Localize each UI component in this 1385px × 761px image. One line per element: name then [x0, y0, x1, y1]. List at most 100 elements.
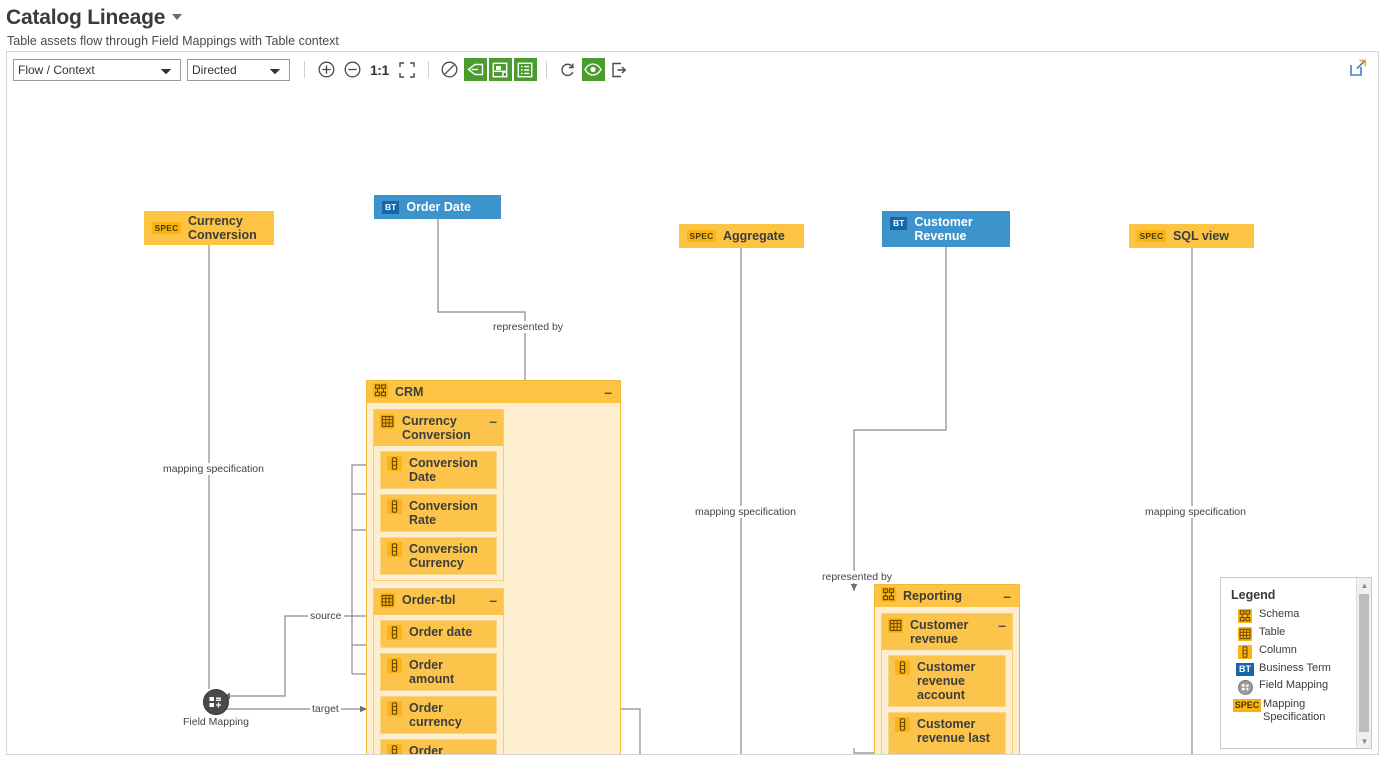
node-label: Currency Conversion	[187, 214, 257, 242]
table-icon	[380, 593, 395, 611]
chevron-down-icon[interactable]	[172, 14, 183, 20]
schema-reporting[interactable]: Reporting – Customer revenue – Customer …	[874, 584, 1020, 754]
eye-icon[interactable]	[581, 58, 605, 81]
zoom-in-icon[interactable]	[315, 59, 337, 81]
refresh-icon[interactable]	[557, 59, 579, 81]
spec-badge-icon: SPEC	[1231, 698, 1263, 712]
column-icon	[895, 660, 910, 678]
flow-context-select[interactable]: Flow / Context	[13, 58, 181, 81]
table-order-tbl-header[interactable]: Order-tbl –	[374, 589, 503, 615]
column-icon	[387, 701, 402, 719]
edge-label-mapping-specification-1: mapping specification	[161, 463, 266, 475]
column-conversion-date[interactable]: Conversion Date	[380, 451, 497, 489]
legend-scrollbar[interactable]: ▲ ▼	[1356, 578, 1371, 748]
column-label: Customer revenue account	[917, 660, 976, 702]
spec-badge-text: SPEC	[1232, 699, 1262, 712]
column-order-amount-usd[interactable]: Order amount USD	[380, 739, 497, 754]
toolbar-divider-1	[304, 61, 305, 78]
node-spec-sql-view[interactable]: SPEC SQL view	[1129, 224, 1254, 248]
legend-title: Legend	[1231, 588, 1276, 602]
node-bt-order-date[interactable]: BT Order Date	[374, 195, 501, 219]
edge-label-mapping-specification-2: mapping specification	[693, 506, 798, 518]
column-label: Order amount USD	[409, 744, 444, 754]
column-conversion-currency[interactable]: Conversion Currency	[380, 537, 497, 575]
field-mapping-label: Field Mapping	[183, 716, 249, 728]
legend-item-mapping-specification: SPEC Mapping Specification	[1231, 698, 1348, 724]
direction-select[interactable]: Directed	[187, 58, 290, 81]
column-customer-revenue-account[interactable]: Customer revenue account	[888, 655, 1006, 707]
legend-content: Legend Schema Table	[1221, 578, 1356, 748]
column-label: Order currency	[409, 701, 462, 729]
collapse-icon[interactable]: –	[489, 413, 497, 429]
schema-crm-label: CRM	[395, 385, 424, 399]
collapse-left-icon[interactable]	[463, 58, 487, 81]
page-header: Catalog Lineage Table assets flow throug…	[0, 0, 1385, 48]
toolbar: Flow / Context Directed 1:1	[7, 52, 1378, 87]
list-icon[interactable]	[513, 58, 537, 81]
layers-icon[interactable]	[488, 58, 512, 81]
table-order-tbl[interactable]: Order-tbl – Order date Order amount	[373, 588, 504, 754]
zoom-out-icon[interactable]	[341, 59, 363, 81]
column-icon	[387, 744, 402, 754]
edge-layer	[205, 216, 1196, 754]
column-icon	[1231, 644, 1259, 659]
column-icon	[387, 499, 402, 517]
column-conversion-rate[interactable]: Conversion Rate	[380, 494, 497, 532]
node-field-mapping-left[interactable]: Field Mapping	[183, 689, 249, 728]
bt-badge-icon: BT	[1231, 662, 1259, 676]
column-customer-revenue-last[interactable]: Customer revenue last …	[888, 712, 1006, 754]
collapse-icon[interactable]: –	[489, 592, 497, 608]
zoom-reset-button[interactable]: 1:1	[370, 61, 389, 78]
no-filter-icon[interactable]	[439, 59, 461, 81]
column-icon	[895, 717, 910, 735]
edge-label-represented-by-right: represented by	[820, 571, 895, 583]
collapse-icon[interactable]: –	[1003, 588, 1011, 604]
column-icon	[387, 456, 402, 474]
edge-label-represented-by-left: represented by	[491, 321, 566, 333]
column-order-date[interactable]: Order date	[380, 620, 497, 648]
node-spec-currency-conversion[interactable]: SPEC Currency Conversion	[144, 211, 274, 245]
column-icon	[387, 625, 402, 643]
open-in-new-icon[interactable]	[1348, 58, 1370, 80]
column-order-amount[interactable]: Order amount	[380, 653, 497, 691]
legend-label: Table	[1259, 626, 1286, 638]
node-spec-aggregate[interactable]: SPEC Aggregate	[679, 224, 804, 248]
export-icon[interactable]	[608, 59, 630, 81]
page-title: Catalog Lineage	[6, 6, 166, 29]
table-currency-conversion-header[interactable]: Currency Conversion –	[374, 410, 503, 446]
node-bt-customer-revenue[interactable]: BT Customer Revenue	[882, 211, 1010, 247]
legend-label: Field Mapping	[1259, 679, 1329, 691]
node-label: Customer Revenue	[914, 215, 973, 243]
legend-item-business-term: BT Business Term	[1231, 662, 1348, 676]
fit-screen-icon[interactable]	[396, 59, 418, 81]
field-mapping-icon	[202, 689, 229, 715]
legend-panel: Legend Schema Table	[1220, 577, 1372, 749]
table-label: Order-tbl	[402, 593, 456, 607]
collapse-icon[interactable]: –	[604, 384, 612, 400]
node-label: SQL view	[1172, 229, 1229, 243]
bt-badge-text: BT	[1236, 663, 1254, 676]
scrollbar-thumb[interactable]	[1359, 594, 1369, 732]
column-icon	[387, 542, 402, 560]
table-icon	[1231, 626, 1259, 641]
table-customer-revenue[interactable]: Customer revenue – Customer revenue acco…	[881, 613, 1013, 754]
table-currency-conversion[interactable]: Currency Conversion – Conversion Date Co…	[373, 409, 504, 581]
page-subtitle: Table assets flow through Field Mappings…	[7, 34, 339, 48]
toolbar-divider-2	[427, 61, 429, 78]
legend-item-column: Column	[1231, 644, 1348, 659]
lineage-diagram[interactable]: represented by mapping specification map…	[7, 87, 1378, 754]
collapse-icon[interactable]: –	[998, 617, 1006, 633]
table-label: Currency Conversion	[402, 414, 471, 442]
schema-icon	[373, 383, 388, 401]
scroll-up-icon[interactable]: ▲	[1360, 580, 1369, 590]
legend-label: Mapping Specification	[1263, 698, 1326, 723]
schema-icon	[881, 587, 896, 605]
scroll-down-icon[interactable]: ▼	[1360, 736, 1369, 746]
lineage-canvas-frame: Flow / Context Directed 1:1	[6, 51, 1379, 755]
column-order-currency[interactable]: Order currency	[380, 696, 497, 734]
schema-reporting-header[interactable]: Reporting –	[875, 585, 1019, 607]
table-customer-revenue-header[interactable]: Customer revenue –	[882, 614, 1012, 650]
schema-crm[interactable]: CRM – Currency Conversion – Conversion D…	[366, 380, 621, 754]
schema-crm-header[interactable]: CRM –	[367, 381, 620, 403]
spec-badge: SPEC	[687, 230, 716, 242]
